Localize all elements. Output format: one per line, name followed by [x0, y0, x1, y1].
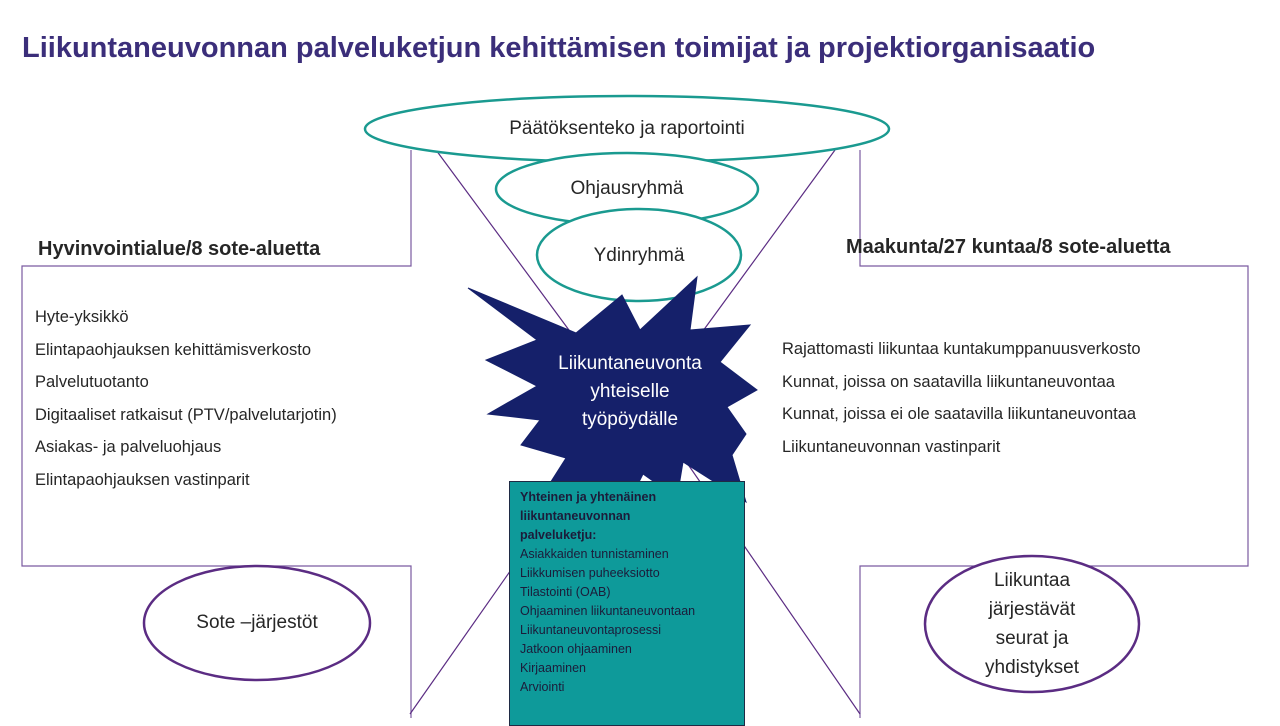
left-heading: Hyvinvointialue/8 sote-aluetta: [38, 238, 321, 260]
list-item: Hyte-yksikkö: [35, 308, 129, 326]
left-region-outline: [21, 150, 412, 718]
list-item: Rajattomasti liikuntaa kuntakumppanuusve…: [782, 340, 1141, 358]
page-title: Liikuntaneuvonnan palveluketjun kehittäm…: [22, 32, 1096, 64]
left-bottom-oval: [142, 564, 372, 682]
chain-heading-line1: Yhteinen ja yhtenäinen: [520, 490, 657, 504]
star-label-line2: yhteiselle: [590, 381, 670, 402]
core-group-label: Ydinryhmä: [593, 245, 685, 266]
left-bottom-oval-label: Sote –järjestöt: [196, 612, 318, 633]
chain-item: Kirjaaminen: [520, 661, 587, 675]
chain-item: Ohjaaminen liikuntaneuvontaan: [520, 604, 696, 618]
chain-item: Arviointi: [520, 680, 565, 694]
chain-item: Liikkumisen puheeksiotto: [520, 566, 660, 580]
steering-group-label: Ohjausryhmä: [570, 178, 684, 199]
right-heading: Maakunta/27 kuntaa/8 sote-aluetta: [846, 236, 1171, 258]
list-item: Liikuntaneuvonnan vastinparit: [782, 437, 1001, 456]
list-item: Digitaaliset ratkaisut (PTV/palvelutarjo…: [35, 405, 337, 424]
funnel-line-left: [435, 149, 581, 346]
left-list: Hyte-yksikkö Elintapaohjauksen kehittämi…: [35, 301, 337, 496]
star-label-line3: työpöydälle: [581, 409, 679, 430]
right-oval-line3: seurat ja: [995, 628, 1069, 649]
chain-heading-line2: liikuntaneuvonnan: [520, 509, 631, 523]
chain-heading-line3: palveluketju:: [520, 528, 597, 542]
right-oval-line2: järjestävät: [988, 599, 1076, 620]
list-item: Palvelutuotanto: [35, 373, 149, 391]
right-region-outline: [859, 150, 1249, 718]
funnel-line-right: [699, 149, 836, 336]
core-group-oval: [535, 207, 743, 303]
star-label-line1: Liikuntaneuvonta: [558, 353, 702, 374]
right-oval-line1: Liikuntaa: [993, 570, 1071, 591]
star-label: Liikuntaneuvonta yhteiselle työpöydälle: [520, 350, 740, 434]
right-oval-line4: yhdistykset: [985, 657, 1079, 678]
chain-item: Asiakkaiden tunnistaminen: [520, 547, 669, 561]
right-bottom-oval: [923, 554, 1141, 694]
chain-item: Jatkoon ohjaaminen: [520, 642, 632, 656]
service-chain-box: Yhteinen ja yhtenäinen liikuntaneuvonnan…: [509, 481, 745, 726]
list-item: Kunnat, joissa on saatavilla liikuntaneu…: [782, 372, 1115, 391]
chain-item: Tilastointi (OAB): [520, 585, 611, 599]
star-shape: [467, 275, 758, 521]
top-oval-label: Päätöksenteko ja raportointi: [509, 118, 745, 139]
list-item: Asiakas- ja palveluohjaus: [35, 438, 222, 456]
right-list: Rajattomasti liikuntaa kuntakumppanuusve…: [782, 333, 1141, 463]
list-item: Elintapaohjauksen vastinparit: [35, 470, 250, 489]
list-item: Kunnat, joissa ei ole saatavilla liikunt…: [782, 405, 1137, 423]
chain-item: Liikuntaneuvontaprosessi: [520, 623, 662, 637]
right-bottom-oval-label: Liikuntaa järjestävät seurat ja yhdistyk…: [940, 566, 1124, 682]
list-item: Elintapaohjauksen kehittämisverkosto: [35, 340, 312, 359]
